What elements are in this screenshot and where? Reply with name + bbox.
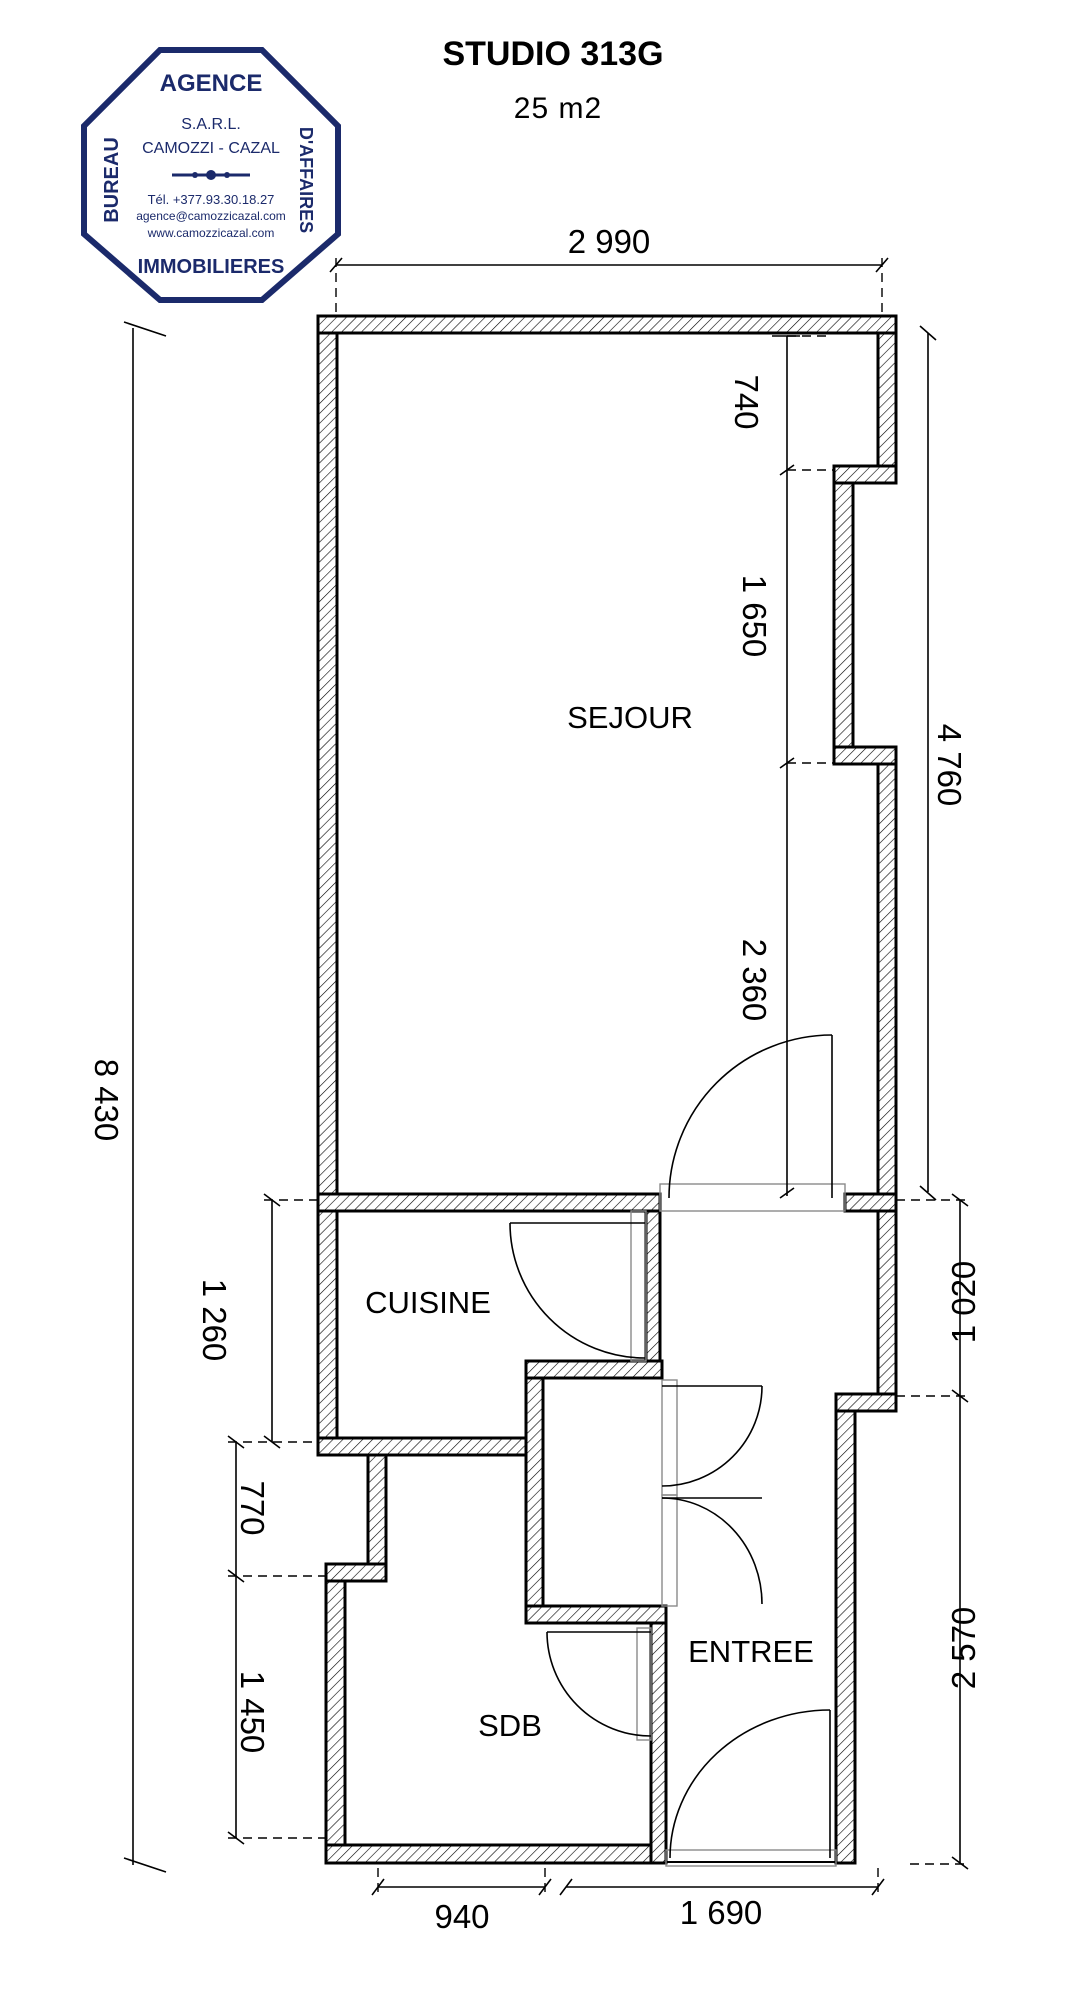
dim-step-height: 770 [234,1480,271,1535]
wall-alcove-step [832,464,898,485]
door-storage-upper [661,1379,763,1496]
room-cuisine-label: CUISINE [365,1285,491,1320]
dim-right-upper: 4 760 [931,724,968,807]
wall-notch-horizontal [324,1562,388,1583]
door-cuisine [509,1210,647,1362]
doors [509,1034,846,1867]
wall-right-entree-upper [876,1209,898,1399]
dim-recess: 1 650 [736,575,773,658]
wall-sdb-entree [649,1621,668,1865]
logo-company-line2: CAMOZZI - CAZAL [142,140,280,157]
wall-sdb-left [324,1579,347,1865]
dim-top-width: 2 990 [568,223,651,260]
door-sejour [659,1034,846,1212]
dimension-lines [123,257,970,1896]
plan-title: STUDIO 313G [442,35,663,73]
wall-storage-bottom [524,1604,668,1625]
wall-cuisine-right [644,1209,662,1363]
wall-notch-vertical [366,1453,388,1583]
wall-right-alcove [876,331,898,485]
logo-bureau-text: BUREAU [101,137,123,223]
dim-cuisine-height: 1 260 [196,1279,233,1362]
room-sejour-label: SEJOUR [567,700,693,735]
door-storage-lower [661,1494,763,1607]
dim-alcove: 740 [728,374,765,429]
wall-recess [832,481,855,749]
wall-recess-step [832,745,898,766]
dim-right-lower: 2 570 [945,1607,982,1690]
logo-email: agence@camozzicazal.com [136,209,286,223]
dim-overall-height: 8 430 [88,1059,125,1142]
room-sdb-label: SDB [478,1708,542,1743]
dim-sejour-inner: 2 360 [736,939,773,1022]
door-sdb [546,1627,652,1741]
walls [316,314,898,1865]
wall-storage-top [524,1359,664,1380]
dim-bottom-left: 940 [434,1898,489,1935]
logo-company-line1: S.A.R.L. [181,116,241,133]
dim-bottom-right: 1 690 [680,1894,763,1931]
wall-storage-left [524,1376,545,1608]
wall-sdb-bottom [324,1843,666,1865]
logo-ornament-icon [172,170,250,180]
logo-immobilieres-text: IMMOBILIERES [138,256,285,278]
door-entree [665,1709,837,1867]
plan-area: 25 m2 [514,92,602,125]
wall-sejour-cuisine [316,1192,662,1213]
wall-cuisine-bottom [316,1436,528,1457]
logo-daffaires-text: D'AFFAIRES [296,127,316,233]
dim-sdb-height: 1 450 [234,1671,271,1754]
logo-phone: Tél. +377.93.30.18.27 [148,192,275,207]
room-entree-label: ENTREE [688,1634,814,1669]
agency-logo: AGENCE S.A.R.L. CAMOZZI - CAZAL Tél. +37… [81,47,341,303]
wall-left-upper [316,331,339,1457]
wall-sejour-entree-right [843,1192,898,1213]
logo-website: www.camozzicazal.com [147,226,275,240]
logo-agence-text: AGENCE [160,70,263,97]
wall-right-entree-lower [834,1409,857,1865]
dim-right-middle: 1 020 [945,1261,982,1344]
wall-top [316,314,898,335]
wall-entree-step [834,1392,898,1413]
